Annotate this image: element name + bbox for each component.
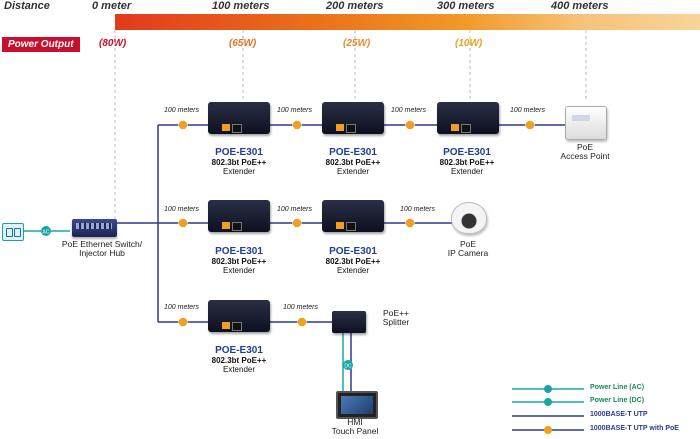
extender-caption: POE-E301 802.3bt PoE++ Extender <box>194 246 284 275</box>
extender-desc: 802.3bt PoE++ <box>211 257 267 266</box>
extender-caption: POE-E301 802.3bt PoE++ Extender <box>308 147 398 176</box>
tick-200m: 200 meters <box>326 0 384 12</box>
switch-caption: PoE Ethernet Switch/ Injector Hub <box>61 239 143 259</box>
extender-caption: POE-E301 802.3bt PoE++ Extender <box>194 345 284 374</box>
legend-power-dc: Power Line (DC) <box>590 397 645 404</box>
poe-badge <box>525 120 535 130</box>
extender-caption: POE-E301 802.3bt PoE++ Extender <box>194 147 284 176</box>
legend-utp: 1000BASE-T UTP <box>590 411 648 418</box>
cable-label: 100 meters <box>400 206 436 213</box>
extender-model: POE-E301 <box>215 147 263 158</box>
tick-400m: 400 meters <box>551 0 609 12</box>
cable-label: 100 meters <box>164 304 200 311</box>
poe-switch-icon <box>72 219 117 237</box>
extender-desc: 802.3bt PoE++ <box>211 158 267 167</box>
extender-desc: 802.3bt PoE++ <box>325 158 381 167</box>
tick-300m: 300 meters <box>437 0 495 12</box>
hmi-panel-icon <box>336 391 378 419</box>
extender-desc: 802.3bt PoE++ <box>211 356 267 365</box>
ac-badge-text: AC <box>43 230 50 236</box>
splitter-icon <box>332 311 366 333</box>
extender-type: Extender <box>222 365 256 374</box>
dc-badge <box>343 360 353 370</box>
camera-caption: PoE IP Camera <box>428 239 508 259</box>
extender-model: POE-E301 <box>329 147 377 158</box>
legend-utp-poe: 1000BASE-T UTP with PoE <box>590 425 679 432</box>
extender-desc: 802.3bt PoE++ <box>439 158 495 167</box>
splitter-caption-line2: Splitter <box>382 317 410 328</box>
hmi-caption: HMI Touch Panel <box>315 417 395 437</box>
extender-model: POE-E301 <box>329 246 377 257</box>
extender-model: POE-E301 <box>443 147 491 158</box>
tick-0m: 0 meter <box>92 0 132 12</box>
camera-caption-line2: IP Camera <box>447 248 489 259</box>
camera-caption-line1: PoE <box>459 239 477 249</box>
extender-icon <box>322 102 384 134</box>
extender-type: Extender <box>336 167 370 176</box>
cable-label: 100 meters <box>510 107 546 114</box>
extender-icon <box>322 200 384 232</box>
extender-type: Extender <box>336 266 370 275</box>
ap-caption: PoE Access Point <box>545 142 625 162</box>
extender-icon <box>208 300 270 332</box>
splitter-caption: PoE++ Splitter <box>366 308 426 328</box>
extender-type: Extender <box>222 167 256 176</box>
cable-label: 100 meters <box>283 304 319 311</box>
extender-model: POE-E301 <box>215 345 263 356</box>
poe-badge <box>292 120 302 130</box>
power-output-label: Power Output <box>2 37 80 52</box>
ap-caption-line2: Access Point <box>560 151 610 162</box>
poe-badge <box>292 218 302 228</box>
hmi-caption-line1: HMI <box>347 417 363 427</box>
cable-label: 100 meters <box>277 206 313 213</box>
distance-gradient-bar <box>115 14 700 30</box>
extender-desc: 802.3bt PoE++ <box>325 257 381 266</box>
extender-type: Extender <box>222 266 256 275</box>
extender-type: Extender <box>450 167 484 176</box>
tick-100m: 100 meters <box>212 0 270 12</box>
cable-label: 100 meters <box>277 107 313 114</box>
legend-power-ac: Power Line (AC) <box>590 384 645 391</box>
cable-label: 100 meters <box>164 107 200 114</box>
power-80w: (80W) <box>99 38 127 49</box>
extender-icon <box>208 200 270 232</box>
extender-caption: POE-E301 802.3bt PoE++ Extender <box>422 147 512 176</box>
access-point-icon <box>565 106 607 140</box>
cable-label: 100 meters <box>164 206 200 213</box>
extender-icon <box>437 102 499 134</box>
dc-badge-text: DC <box>344 364 352 370</box>
extender-caption: POE-E301 802.3bt PoE++ Extender <box>308 246 398 275</box>
power-outlet-icon <box>2 223 24 241</box>
hmi-caption-line2: Touch Panel <box>331 426 379 437</box>
ac-badge <box>41 226 51 236</box>
poe-badge <box>178 218 188 228</box>
power-10w: (10W) <box>455 38 483 49</box>
ap-caption-line1: PoE <box>576 142 594 152</box>
poe-badge <box>178 317 188 327</box>
extender-model: POE-E301 <box>215 246 263 257</box>
splitter-caption-line1: PoE++ <box>383 308 409 318</box>
cable-label: 100 meters <box>391 107 427 114</box>
legend-lines <box>512 385 584 434</box>
distance-label: Distance <box>4 0 50 12</box>
poe-badge <box>405 218 415 228</box>
ip-camera-icon <box>451 202 487 234</box>
poe-badge <box>297 317 307 327</box>
poe-badge <box>178 120 188 130</box>
power-25w: (25W) <box>343 38 371 49</box>
poe-badge <box>405 120 415 130</box>
extender-icon <box>208 102 270 134</box>
